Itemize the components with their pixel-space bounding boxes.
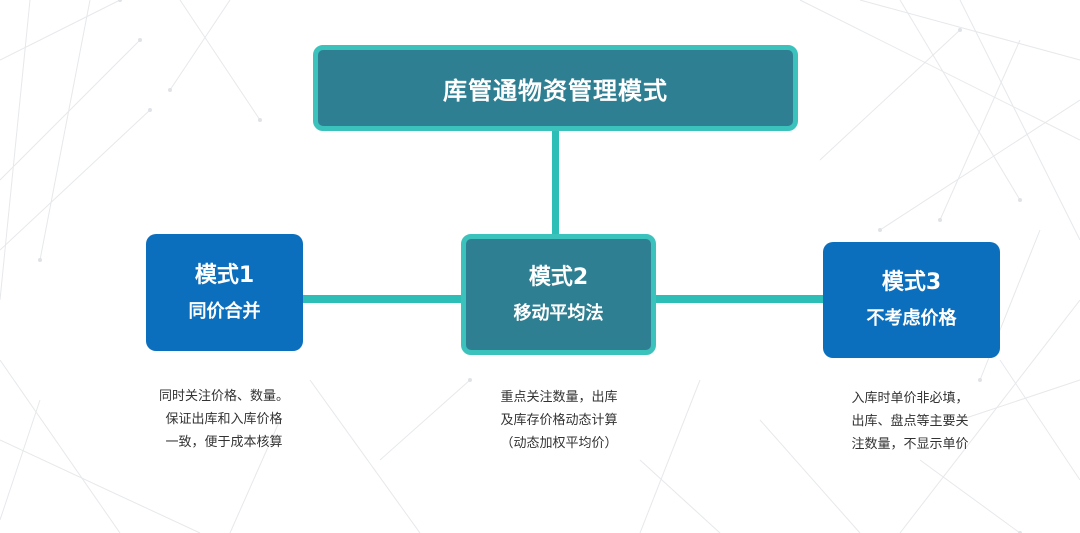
mode-2-desc-line: 及库存价格动态计算	[500, 413, 618, 428]
mode-1-desc-line: 一致，便于成本核算	[165, 435, 283, 450]
mode-2-desc-line: （动态加权平均价）	[500, 436, 618, 451]
mode-1-desc-line: 同时关注价格、数量。	[158, 389, 289, 404]
connector-mode2-to-mode3	[653, 295, 825, 303]
connector-mode1-to-mode2	[302, 295, 464, 303]
mode-3-title: 模式3	[881, 270, 942, 295]
mode-1-subtitle: 同价合并	[188, 300, 261, 322]
mode-3-box: 模式3 不考虑价格	[823, 242, 1000, 358]
mode-1-description: 同时关注价格、数量。 保证出库和入库价格 一致，便于成本核算	[124, 385, 324, 454]
mode-3-subtitle: 不考虑价格	[866, 308, 957, 329]
mode-2-description: 重点关注数量，出库 及库存价格动态计算 （动态加权平均价）	[459, 386, 659, 455]
mode-3-desc-line: 入库时单价非必填，	[851, 391, 969, 406]
mode-1-box: 模式1 同价合并	[146, 234, 303, 351]
mode-2-box: 模式2 移动平均法	[461, 234, 656, 355]
mode-3-desc-line: 出库、盘点等主要关	[851, 414, 969, 429]
mode-2-desc-line: 重点关注数量，出库	[500, 390, 618, 405]
mode-1-title: 模式1	[194, 262, 255, 288]
mode-1-desc-line: 保证出库和入库价格	[165, 412, 283, 427]
mode-3-desc-line: 注数量，不显示单价	[851, 437, 969, 452]
diagram-title: 库管通物资管理模式	[443, 76, 668, 105]
mode-2-subtitle: 移动平均法	[513, 302, 604, 324]
mode-2-title: 模式2	[528, 264, 589, 290]
mode-3-description: 入库时单价非必填， 出库、盘点等主要关 注数量，不显示单价	[810, 387, 1010, 456]
connector-title-to-mode2	[552, 131, 559, 237]
diagram-title-box: 库管通物资管理模式	[313, 45, 798, 131]
